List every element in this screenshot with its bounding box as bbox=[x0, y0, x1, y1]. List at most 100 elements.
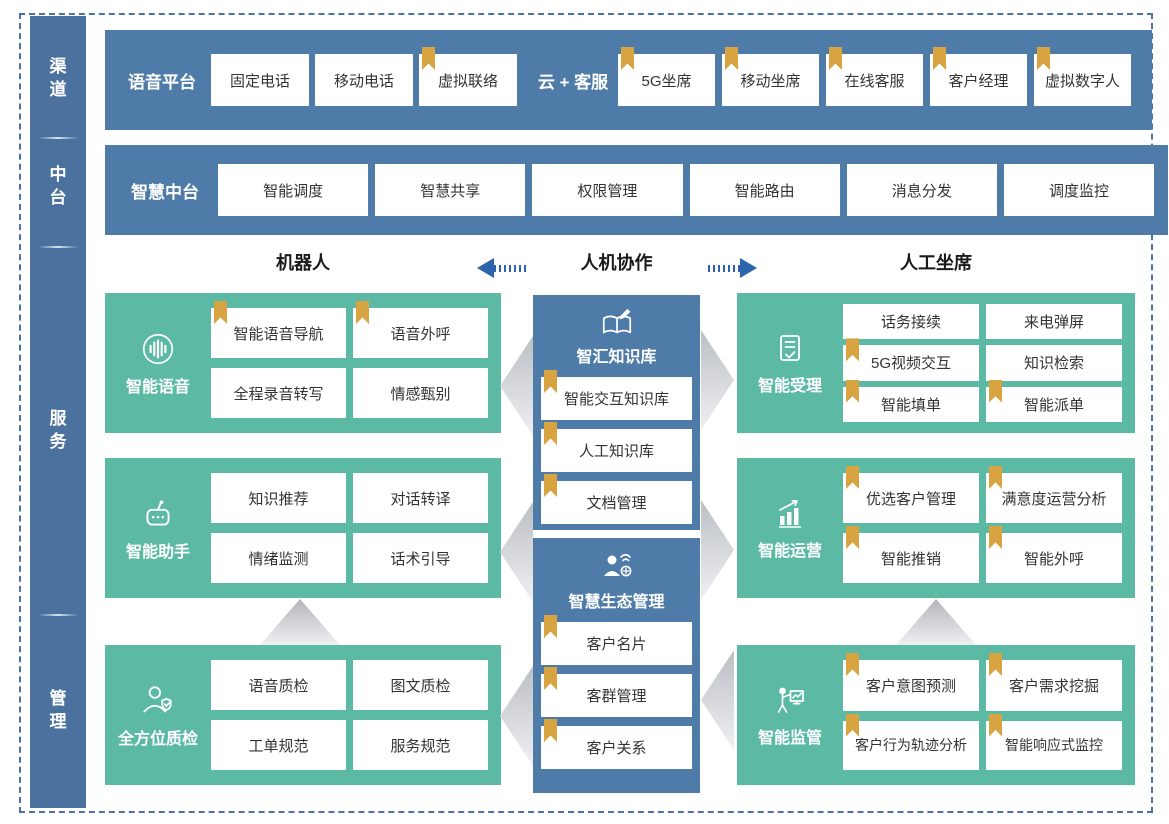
quality-inspection-buttons: 语音质检 图文质检 工单规范 服务规范 bbox=[211, 645, 501, 785]
platform-button[interactable]: 智能路由 bbox=[689, 164, 840, 216]
channel-button[interactable]: 客户经理 bbox=[930, 47, 1027, 106]
channel-button-label: 5G坐席 bbox=[641, 72, 692, 90]
feature-button[interactable]: 来电弹屏 bbox=[986, 304, 1122, 340]
feature-button[interactable]: 智能交互知识库 bbox=[541, 370, 692, 420]
channel-button[interactable]: 虚拟数字人 bbox=[1034, 47, 1131, 106]
feature-button[interactable]: 话务接续 bbox=[843, 304, 979, 340]
feature-button[interactable]: 知识推荐 bbox=[211, 473, 346, 523]
arrow-right-icon bbox=[708, 258, 757, 278]
feature-button-label: 情感甄别 bbox=[390, 385, 451, 403]
channel-button[interactable]: 移动电话 bbox=[315, 54, 413, 106]
eco-management-block: 智慧生态管理 客户名片 客群管理 客户关系 bbox=[533, 538, 700, 793]
feature-button[interactable]: 服务规范 bbox=[353, 720, 488, 770]
channel-button[interactable]: 5G坐席 bbox=[618, 47, 715, 106]
feature-button-label: 知识推荐 bbox=[248, 490, 309, 508]
channel-button[interactable]: 虚拟联络 bbox=[419, 47, 517, 106]
dashed-tail bbox=[708, 264, 740, 272]
chevron-up-icon bbox=[896, 599, 976, 645]
feature-button[interactable]: 客群管理 bbox=[541, 667, 692, 717]
platform-button[interactable]: 调度监控 bbox=[1003, 164, 1155, 216]
platform-button[interactable]: 智慧共享 bbox=[375, 164, 526, 216]
feature-button[interactable]: 智能响应式监控 bbox=[986, 713, 1122, 770]
voice-platform-title: 语音平台 bbox=[128, 72, 196, 92]
feature-button[interactable]: 人工知识库 bbox=[541, 422, 692, 472]
bookmark-icon bbox=[214, 301, 227, 324]
smart-operation-block: 智能运营 优选客户管理 满意度运营分析 智能推销 智能外呼 bbox=[737, 458, 1135, 598]
cloud-service-title: 云 + 客服 bbox=[537, 72, 609, 92]
feature-button[interactable]: 客户行为轨迹分析 bbox=[843, 713, 979, 770]
feature-button-label: 来电弹屏 bbox=[1023, 314, 1084, 332]
feature-button[interactable]: 情感甄别 bbox=[353, 368, 488, 418]
feature-button[interactable]: 客户意图预测 bbox=[843, 653, 979, 711]
feature-button-label: 智能派单 bbox=[1023, 396, 1084, 414]
robot-icon bbox=[146, 499, 170, 526]
bookmark-icon bbox=[356, 301, 369, 324]
bookmark-icon bbox=[846, 653, 859, 676]
bookmark-icon bbox=[725, 47, 738, 70]
bookmark-icon bbox=[933, 47, 946, 70]
feature-button[interactable]: 客户名片 bbox=[541, 615, 692, 665]
feature-button[interactable]: 语音外呼 bbox=[353, 301, 488, 358]
feature-button-label: 客户意图预测 bbox=[865, 677, 956, 695]
block-title: 智汇知识库 bbox=[576, 349, 657, 366]
feature-button[interactable]: 智能推销 bbox=[843, 526, 979, 583]
bookmark-icon bbox=[989, 713, 1002, 737]
feature-button[interactable]: 图文质检 bbox=[353, 660, 488, 710]
feature-button[interactable]: 对话转译 bbox=[353, 473, 488, 523]
knowledge-base-buttons: 智能交互知识库 人工知识库 文档管理 bbox=[533, 370, 700, 535]
platform-button-label: 权限管理 bbox=[577, 182, 638, 200]
platform-button[interactable]: 消息分发 bbox=[846, 164, 997, 216]
platform-button[interactable]: 权限管理 bbox=[532, 164, 683, 216]
smart-assistant-block: 智能助手 知识推荐 对话转译 情绪监测 话术引导 bbox=[105, 458, 501, 598]
feature-button-label: 文档管理 bbox=[586, 495, 647, 512]
feature-button-label: 对话转译 bbox=[390, 490, 451, 508]
feature-button[interactable]: 智能外呼 bbox=[986, 526, 1122, 583]
feature-button[interactable]: 智能语音导航 bbox=[211, 301, 346, 358]
quality-inspection-block: 全方位质检 语音质检 图文质检 工单规范 服务规范 bbox=[105, 645, 501, 785]
feature-button-label: 智能填单 bbox=[880, 396, 941, 414]
layer-sidebar: 渠道 中台 服务 管理 bbox=[30, 16, 86, 808]
bookmark-icon bbox=[989, 526, 1002, 549]
feature-button[interactable]: 语音质检 bbox=[211, 660, 346, 710]
smart-assistant-label: 智能助手 bbox=[105, 458, 211, 598]
sidebar-divider bbox=[38, 614, 78, 616]
feature-button[interactable]: 文档管理 bbox=[541, 474, 692, 524]
feature-button-label: 工单规范 bbox=[248, 737, 309, 755]
layer-label-service: 服务 bbox=[49, 409, 67, 451]
channel-button-label: 虚拟数字人 bbox=[1044, 72, 1120, 90]
feature-button[interactable]: 5G视频交互 bbox=[843, 338, 979, 381]
platform-button-label: 消息分发 bbox=[891, 182, 952, 200]
feature-button[interactable]: 优选客户管理 bbox=[843, 466, 979, 523]
chart-growth-icon bbox=[779, 499, 801, 528]
feature-button[interactable]: 知识检索 bbox=[986, 345, 1122, 381]
arrowhead-right bbox=[740, 258, 757, 278]
feature-button-label: 知识检索 bbox=[1023, 355, 1084, 373]
channel-button[interactable]: 固定电话 bbox=[211, 54, 309, 106]
feature-button-label: 语音质检 bbox=[248, 677, 309, 695]
feature-button-label: 优选客户管理 bbox=[865, 490, 956, 508]
bookmark-icon bbox=[544, 615, 557, 638]
channel-button-label: 虚拟联络 bbox=[437, 72, 498, 90]
bookmark-icon bbox=[846, 526, 859, 549]
feature-button[interactable]: 工单规范 bbox=[211, 720, 346, 770]
feature-button[interactable]: 全程录音转写 bbox=[211, 368, 346, 418]
feature-button[interactable]: 满意度运营分析 bbox=[986, 466, 1122, 523]
feature-button[interactable]: 话术引导 bbox=[353, 533, 488, 583]
feature-button[interactable]: 智能填单 bbox=[843, 379, 979, 422]
chevron-right-icon bbox=[701, 500, 734, 600]
bookmark-icon bbox=[544, 370, 557, 393]
block-title: 智能运营 bbox=[757, 542, 822, 560]
smart-acceptance-label: 智能受理 bbox=[737, 293, 843, 433]
feature-button[interactable]: 客户需求挖掘 bbox=[986, 653, 1122, 711]
feature-button[interactable]: 客户关系 bbox=[541, 719, 692, 769]
block-title: 智能监管 bbox=[757, 729, 822, 747]
feature-button[interactable]: 情绪监测 bbox=[211, 533, 346, 583]
platform-button-label: 智能路由 bbox=[734, 182, 795, 200]
sidebar-divider bbox=[38, 246, 78, 248]
feature-button[interactable]: 智能派单 bbox=[986, 379, 1122, 422]
feature-button-label: 智能外呼 bbox=[1023, 550, 1084, 568]
chevron-left-icon bbox=[500, 336, 533, 436]
channel-button[interactable]: 移动坐席 bbox=[722, 47, 819, 106]
channel-button[interactable]: 在线客服 bbox=[826, 47, 923, 106]
platform-button[interactable]: 智能调度 bbox=[218, 164, 369, 216]
